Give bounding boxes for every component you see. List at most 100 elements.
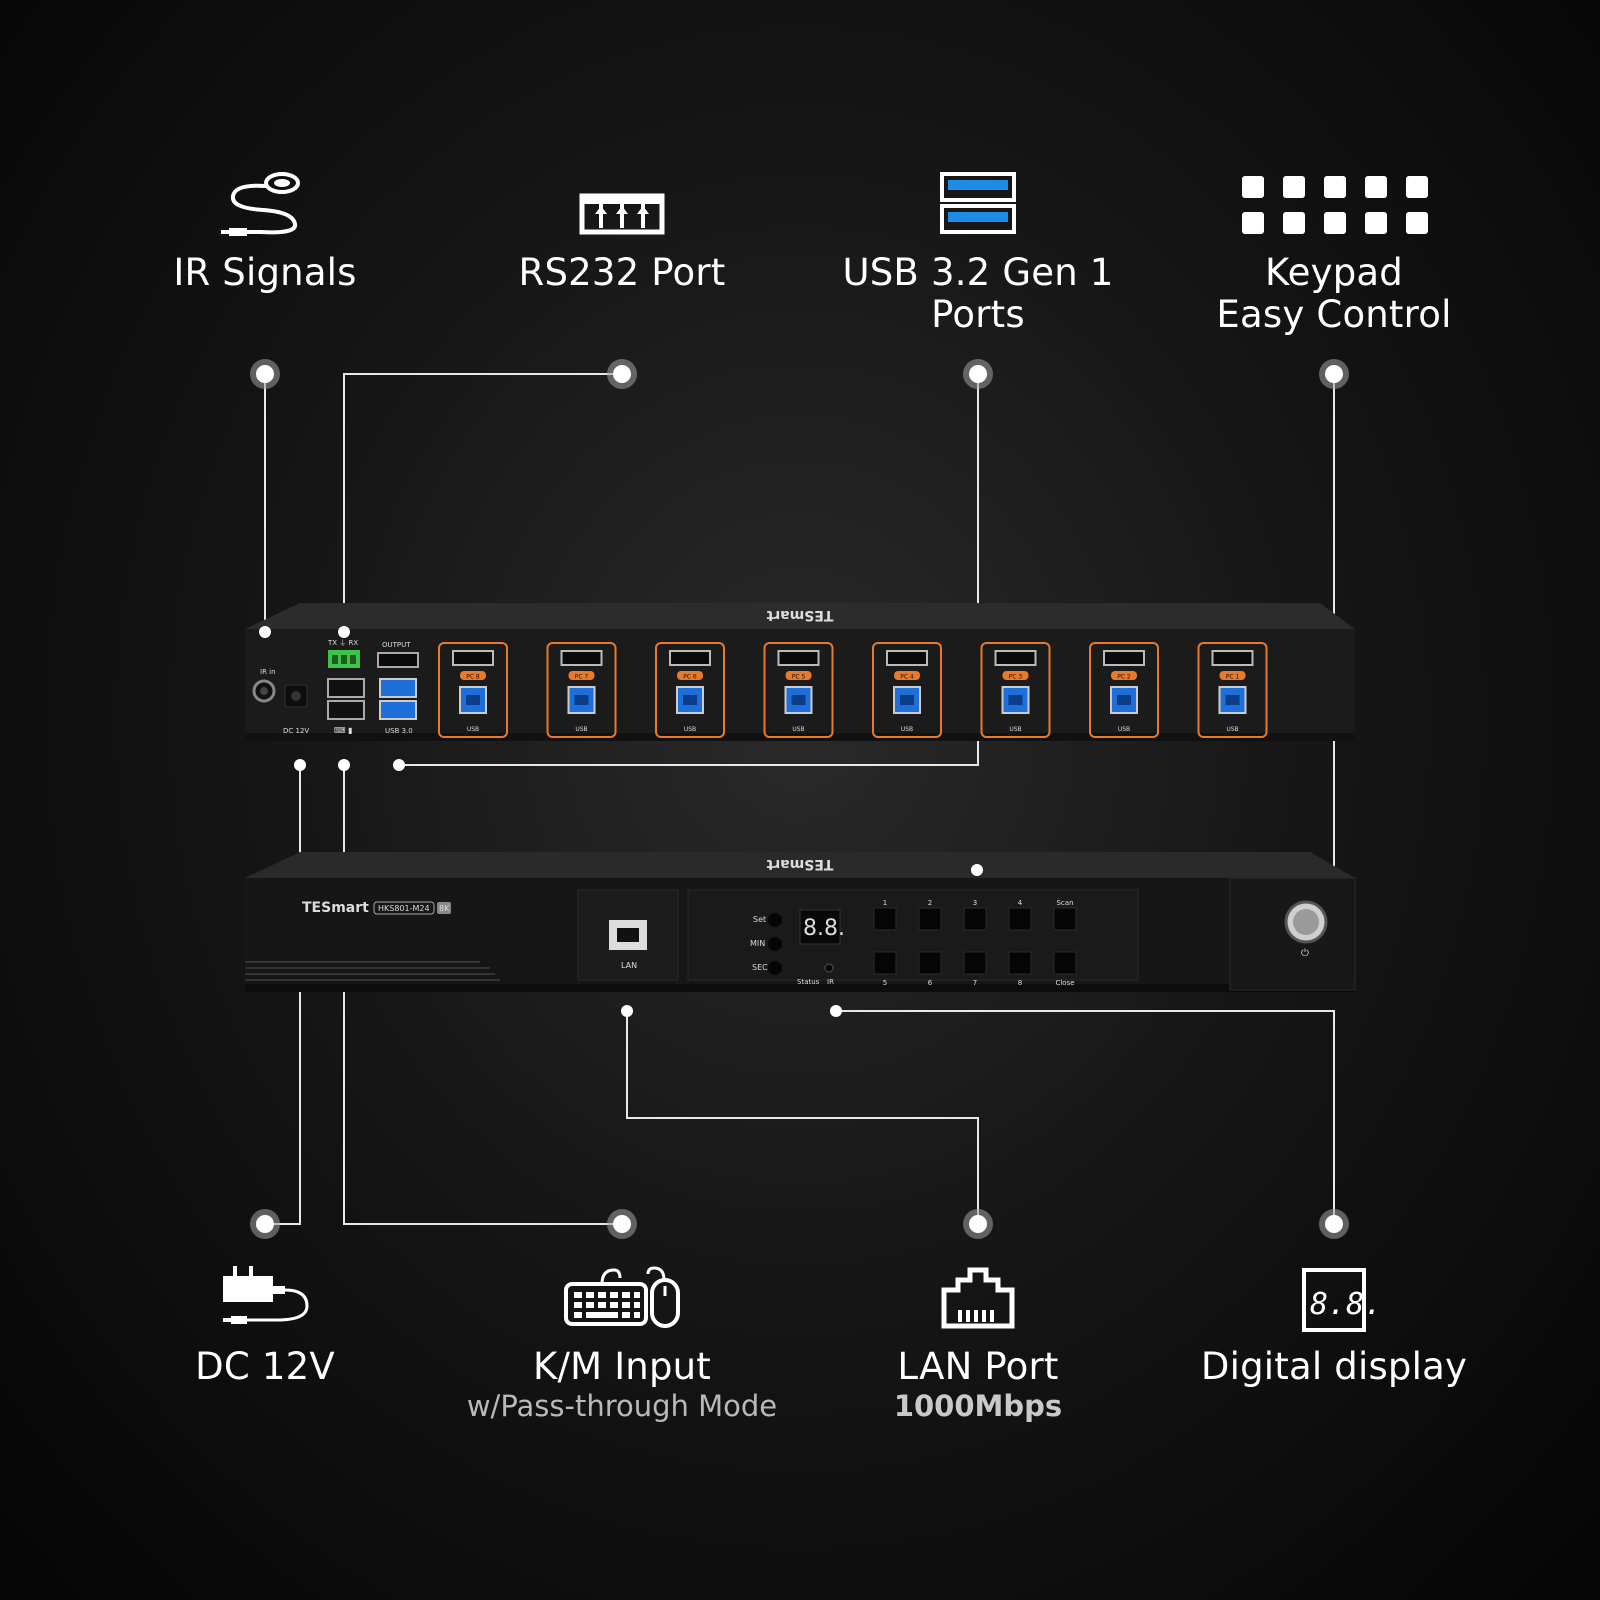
status-label: Status (797, 978, 820, 986)
feature-keypad: Keypad Easy Control (1164, 168, 1504, 336)
pc-label: PC 6 (683, 674, 697, 681)
ir-sensor-label: IR (827, 978, 834, 986)
callout-dot-km (613, 1215, 631, 1233)
feature-subtitle: w/Pass-through Mode (466, 1389, 778, 1423)
pc-label-badge (1111, 671, 1137, 680)
set-label: Set (753, 915, 766, 924)
usb-b-port-inner (1117, 695, 1131, 705)
feature-title: Digital display (1200, 1345, 1468, 1388)
usb30-port-1 (379, 678, 417, 698)
pc-label-badge (1219, 671, 1246, 680)
hdmi-input-port[interactable] (560, 650, 603, 666)
keypad-key[interactable] (963, 951, 987, 975)
keypad-key[interactable] (963, 907, 987, 931)
pc-port-frame (438, 642, 508, 738)
usb-b-port-inner (791, 695, 806, 705)
usb-b-port-inner (574, 695, 589, 705)
keypad-key[interactable] (1008, 951, 1032, 975)
keypad-key[interactable] (873, 907, 897, 931)
keypad-key-label: 1 (883, 899, 887, 907)
km-usb-1 (327, 678, 365, 698)
keypad-key[interactable] (1053, 907, 1077, 931)
hdmi-input-port[interactable] (777, 650, 820, 666)
keypad-key-label: Scan (1056, 899, 1073, 907)
rs232-label: TX ⏚ RX (327, 639, 358, 647)
keypad-key-label: Close (1055, 979, 1074, 987)
svg-text:8.8.: 8.8. (1310, 1287, 1382, 1322)
feature-title-line-1: USB 3.2 Gen 1 (842, 251, 1114, 294)
keypad-key-label: 5 (883, 979, 887, 987)
anchor-dot-lan (621, 1005, 633, 1017)
feature-rs232: RS232 Port (452, 168, 792, 294)
feature-ir-signals: IR Signals (95, 168, 435, 294)
usb-b-port-inner (1008, 695, 1023, 705)
hdmi-input-port[interactable] (1211, 650, 1254, 666)
feature-km-input: K/M Input w/Pass-through Mode (452, 1262, 792, 1424)
feature-title: DC 12V (195, 1345, 335, 1388)
keypad-key-label: 3 (973, 899, 977, 907)
usb30-port-2 (379, 700, 417, 720)
km-usb-2 (327, 700, 365, 720)
usb30-label: USB 3.0 (385, 727, 413, 735)
dc-label: DC 12V (283, 727, 309, 735)
model-badge: 8K (439, 904, 450, 913)
usb-b-port-inner (683, 695, 697, 705)
usb-label: USB (1009, 726, 1021, 733)
front-panel: TESmart TESmart HKS801-M24 8K LAN Set MI… (245, 852, 1356, 992)
feature-title-line-1: Keypad (1265, 251, 1403, 294)
feature-lan-port: LAN Port 1000Mbps (808, 1262, 1148, 1424)
callout-dot-lan (969, 1215, 987, 1233)
min-label: MIN (750, 939, 765, 948)
pc-label: PC 7 (575, 674, 589, 681)
usb-label: USB (467, 726, 479, 733)
hdmi-input-port[interactable] (886, 650, 928, 666)
callout-dot-display (1325, 1215, 1343, 1233)
pc-port-frame (655, 642, 725, 738)
callout-dot-rs232 (613, 365, 631, 383)
rear-top-brand: TESmart (766, 607, 833, 623)
usb-label: USB (901, 726, 913, 733)
seven-segment-display-icon: 8.8. (1302, 1268, 1382, 1332)
keypad-key[interactable] (873, 951, 897, 975)
callout-dot-dc (256, 1215, 274, 1233)
keypad-key[interactable] (1008, 907, 1032, 931)
hdmi-input-port[interactable] (1103, 650, 1145, 666)
keypad-key[interactable] (918, 907, 942, 931)
rs232-terminal-icon (579, 193, 665, 235)
feature-title: RS232 Port (518, 251, 726, 294)
feature-title-line-2: Easy Control (1216, 293, 1452, 336)
front-brand: TESmart (302, 900, 369, 916)
pc-port-frame (763, 642, 834, 738)
hdmi-input-port[interactable] (994, 650, 1037, 666)
hdmi-input-port[interactable] (452, 650, 494, 666)
anchor-dot-km (338, 759, 350, 771)
usb-b-port[interactable] (784, 686, 813, 714)
keypad-key[interactable] (918, 951, 942, 975)
pc-port-group: PC 7 USB (546, 642, 617, 738)
keypad-key[interactable] (1053, 951, 1077, 975)
pc-label-badge (1002, 671, 1029, 680)
sec-label: SEC (752, 963, 768, 972)
pc-label: PC 2 (1117, 674, 1131, 681)
pc-port-frame (872, 642, 942, 738)
callout-dot-ir (256, 365, 274, 383)
feature-usb: USB 3.2 Gen 1 Ports (808, 168, 1148, 336)
hdmi-input-port[interactable] (669, 650, 711, 666)
anchor-dot-ir (259, 626, 271, 638)
svg-text:⌨ ▮: ⌨ ▮ (334, 726, 353, 735)
feature-title: IR Signals (173, 251, 357, 294)
usb-label: USB (1118, 726, 1130, 733)
usb-label: USB (1226, 726, 1238, 733)
keyboard-mouse-icon (564, 1266, 680, 1328)
feature-digital-display: 8.8. Digital display (1164, 1262, 1504, 1388)
anchor-dot-display (830, 1005, 842, 1017)
set-button (768, 913, 782, 927)
keypad-key-label: 6 (928, 979, 933, 987)
pc-port-frame (980, 642, 1051, 738)
usb-label: USB (792, 726, 804, 733)
anchor-dot-rs232 (338, 626, 350, 638)
pc-label: PC 3 (1009, 674, 1023, 681)
ethernet-port-icon (941, 1267, 1015, 1329)
usb-label: USB (575, 726, 587, 733)
